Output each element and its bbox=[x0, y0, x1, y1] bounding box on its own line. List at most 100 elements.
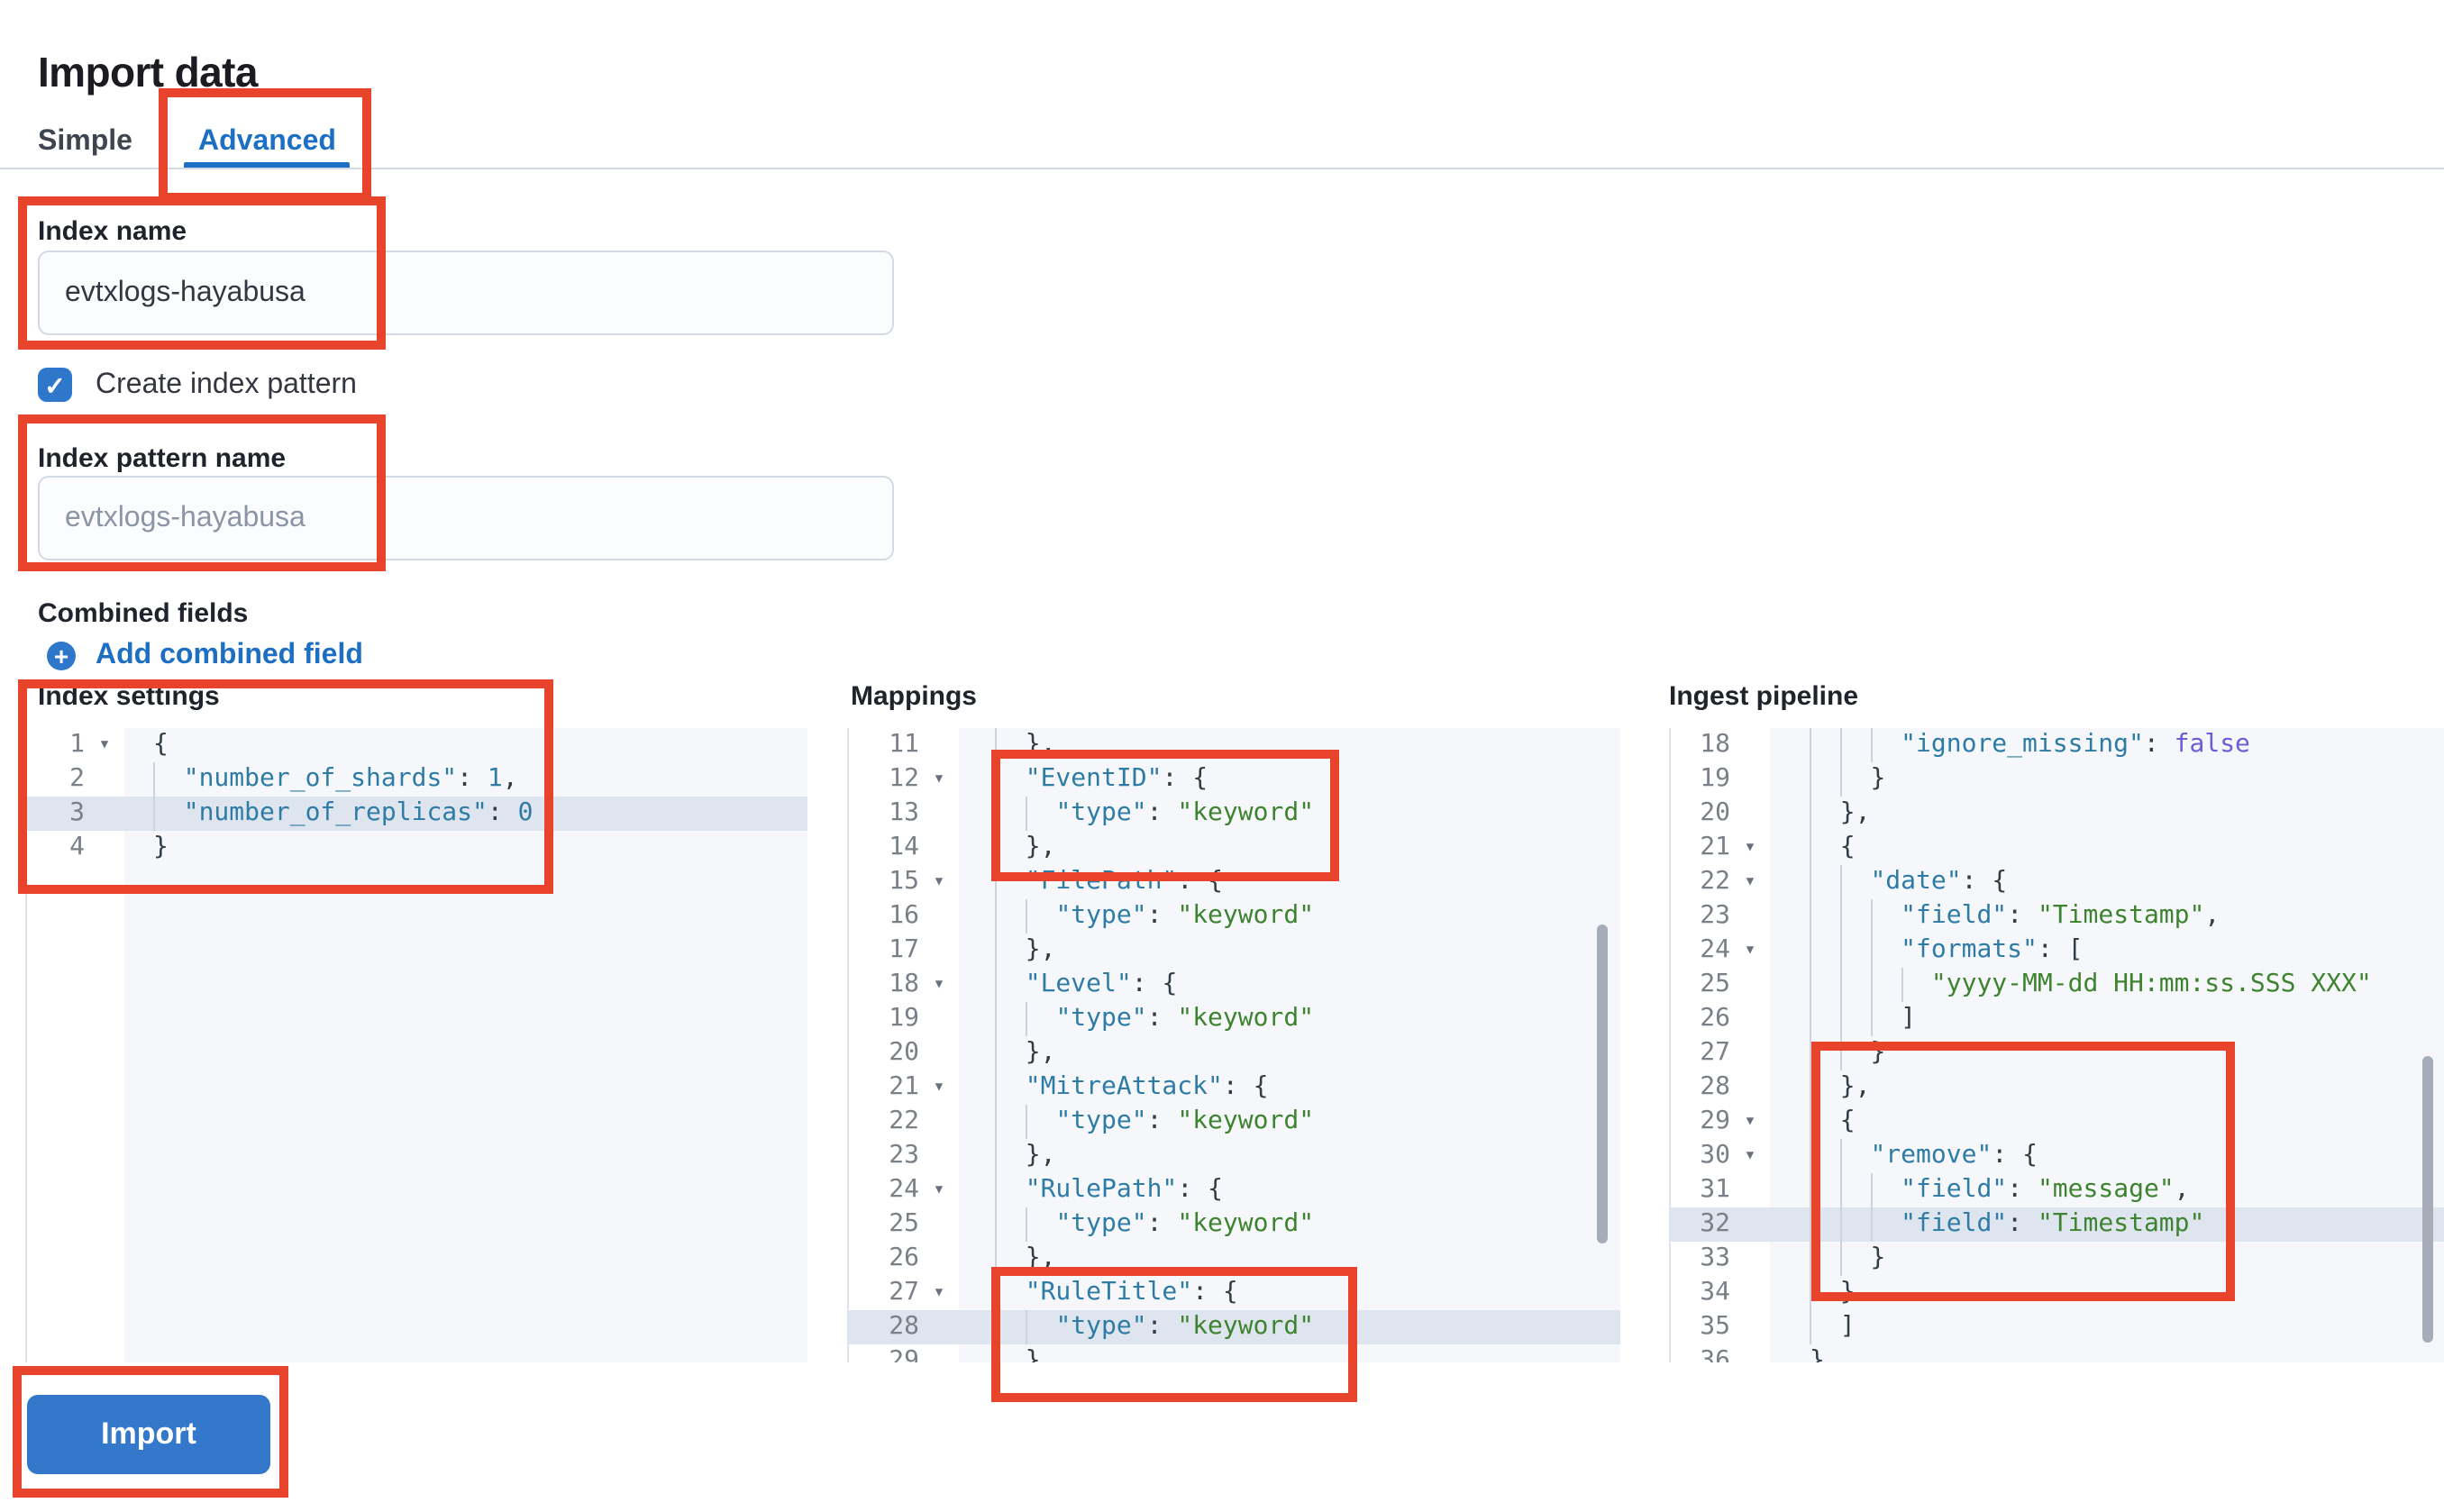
indent-guide bbox=[1870, 968, 1873, 1002]
line-number: 35 bbox=[1700, 1312, 1730, 1341]
indent-guide bbox=[1870, 1207, 1873, 1242]
fold-arrow-icon[interactable]: ▼ bbox=[935, 874, 944, 888]
tab-simple[interactable]: Simple bbox=[38, 126, 132, 157]
checkmark-icon: ✓ bbox=[44, 370, 66, 399]
line-number: 25 bbox=[889, 1209, 919, 1238]
indent-guide bbox=[1839, 934, 1842, 968]
code-line: "Level": { bbox=[959, 968, 1620, 1002]
indent-guide bbox=[995, 934, 997, 968]
fold-arrow-icon[interactable]: ▼ bbox=[1746, 1148, 1755, 1162]
code-line: }, bbox=[1770, 1070, 2444, 1105]
line-number: 23 bbox=[1700, 901, 1730, 930]
line-number: 3 bbox=[27, 797, 124, 831]
code-line: "type": "keyword" bbox=[959, 1002, 1620, 1036]
create-index-pattern-checkbox[interactable]: ✓ bbox=[38, 368, 72, 402]
fold-arrow-icon[interactable]: ▼ bbox=[935, 1079, 944, 1094]
code-line: } bbox=[1770, 1276, 2444, 1310]
indent-guide bbox=[1025, 1105, 1027, 1139]
indent-guide bbox=[1025, 899, 1027, 934]
line-number: 29▼ bbox=[1671, 1105, 1770, 1139]
tab-advanced[interactable]: Advanced bbox=[198, 126, 336, 157]
code-line: } bbox=[153, 833, 169, 861]
indent-guide bbox=[1839, 968, 1842, 1002]
mappings-label: Mappings bbox=[851, 681, 977, 712]
indent-guide bbox=[1839, 1242, 1842, 1276]
line-number: 2 bbox=[69, 764, 85, 793]
ingest-pipeline-scrollbar-thumb[interactable] bbox=[2422, 1056, 2433, 1343]
combined-fields-label: Combined fields bbox=[38, 598, 249, 629]
index-pattern-name-input[interactable] bbox=[38, 476, 894, 560]
fold-arrow-icon[interactable]: ▼ bbox=[935, 771, 944, 786]
create-index-pattern-label: Create index pattern bbox=[96, 369, 357, 399]
index-name-label: Index name bbox=[38, 216, 187, 247]
line-number: 18▼ bbox=[849, 968, 959, 1002]
line-number: 36 bbox=[1700, 1346, 1730, 1362]
line-number: 22 bbox=[889, 1107, 919, 1135]
line-number: 20 bbox=[1700, 798, 1730, 827]
line-number: 26 bbox=[889, 1243, 919, 1272]
indent-guide bbox=[1839, 1036, 1842, 1070]
code-line: { bbox=[1770, 831, 2444, 865]
line-number: 23 bbox=[889, 1141, 919, 1170]
fold-arrow-icon[interactable]: ▼ bbox=[1746, 943, 1755, 957]
code-line: "yyyy-MM-dd HH:mm:ss.SSS XXX" bbox=[1770, 968, 2444, 1002]
line-number: 21▼ bbox=[1671, 831, 1770, 865]
code-line: "FilePath": { bbox=[959, 865, 1620, 899]
indent-guide bbox=[995, 762, 997, 797]
fold-arrow-icon[interactable]: ▼ bbox=[1746, 1114, 1755, 1128]
indent-guide bbox=[995, 1242, 997, 1276]
plus-circle-icon: + bbox=[47, 642, 76, 670]
indent-guide bbox=[995, 1139, 997, 1173]
indent-guide bbox=[1839, 865, 1842, 899]
code-line: "field": "message", bbox=[1770, 1173, 2444, 1207]
index-settings-label: Index settings bbox=[38, 681, 220, 712]
add-combined-field-link[interactable]: + Add combined field bbox=[47, 640, 363, 672]
index-name-input[interactable] bbox=[38, 250, 894, 335]
indent-guide bbox=[995, 831, 997, 865]
fold-arrow-icon[interactable]: ▼ bbox=[1746, 874, 1755, 888]
code-line: }, bbox=[959, 1242, 1620, 1276]
code-line: "number_of_replicas": 0 bbox=[124, 797, 807, 831]
code-line: ] bbox=[1770, 1002, 2444, 1036]
line-number: 4 bbox=[69, 833, 85, 861]
fold-arrow-icon[interactable]: ▼ bbox=[1746, 840, 1755, 854]
fold-arrow-icon[interactable]: ▼ bbox=[935, 1285, 944, 1299]
line-number: 24▼ bbox=[1671, 934, 1770, 968]
indent-guide bbox=[1025, 1207, 1027, 1242]
indent-guide bbox=[1810, 1002, 1811, 1036]
import-button[interactable]: Import bbox=[27, 1395, 270, 1474]
line-number: 19 bbox=[1700, 764, 1730, 793]
mappings-code-content[interactable]: }, "EventID": { "type": "keyword" }, "Fi… bbox=[959, 728, 1620, 1362]
fold-arrow-icon[interactable]: ▼ bbox=[100, 737, 109, 751]
index-pattern-name-label: Index pattern name bbox=[38, 443, 287, 474]
code-line: }, bbox=[959, 728, 1620, 762]
indent-guide bbox=[1810, 1207, 1811, 1242]
indent-guide bbox=[995, 968, 997, 1002]
indent-guide bbox=[1839, 1002, 1842, 1036]
line-number: 18 bbox=[1700, 730, 1730, 759]
code-line: }, bbox=[959, 1036, 1620, 1070]
indent-guide bbox=[995, 1276, 997, 1310]
ingest-pipeline-code-content[interactable]: "ignore_missing": false } }, { "date": {… bbox=[1770, 728, 2444, 1362]
line-number: 34 bbox=[1700, 1278, 1730, 1307]
indent-guide bbox=[1870, 899, 1873, 934]
code-line: "field": "Timestamp" bbox=[1770, 1207, 2444, 1242]
indent-guide bbox=[995, 1310, 997, 1344]
mappings-scrollbar-thumb[interactable] bbox=[1597, 925, 1608, 1243]
indent-guide bbox=[995, 1173, 997, 1207]
indent-guide bbox=[1810, 934, 1811, 968]
indent-guide bbox=[995, 1070, 997, 1105]
fold-arrow-icon[interactable]: ▼ bbox=[935, 1182, 944, 1197]
code-line: "RuleTitle": { bbox=[959, 1276, 1620, 1310]
ingest-pipeline-label: Ingest pipeline bbox=[1669, 681, 1859, 712]
fold-arrow-icon[interactable]: ▼ bbox=[935, 977, 944, 991]
tabs-divider bbox=[0, 168, 2444, 169]
indent-guide bbox=[1839, 728, 1842, 762]
indent-guide bbox=[995, 865, 997, 899]
add-combined-field-label: Add combined field bbox=[96, 640, 363, 670]
index-settings-code-content[interactable]: { "number_of_shards": 1, "number_of_repl… bbox=[124, 728, 807, 1362]
